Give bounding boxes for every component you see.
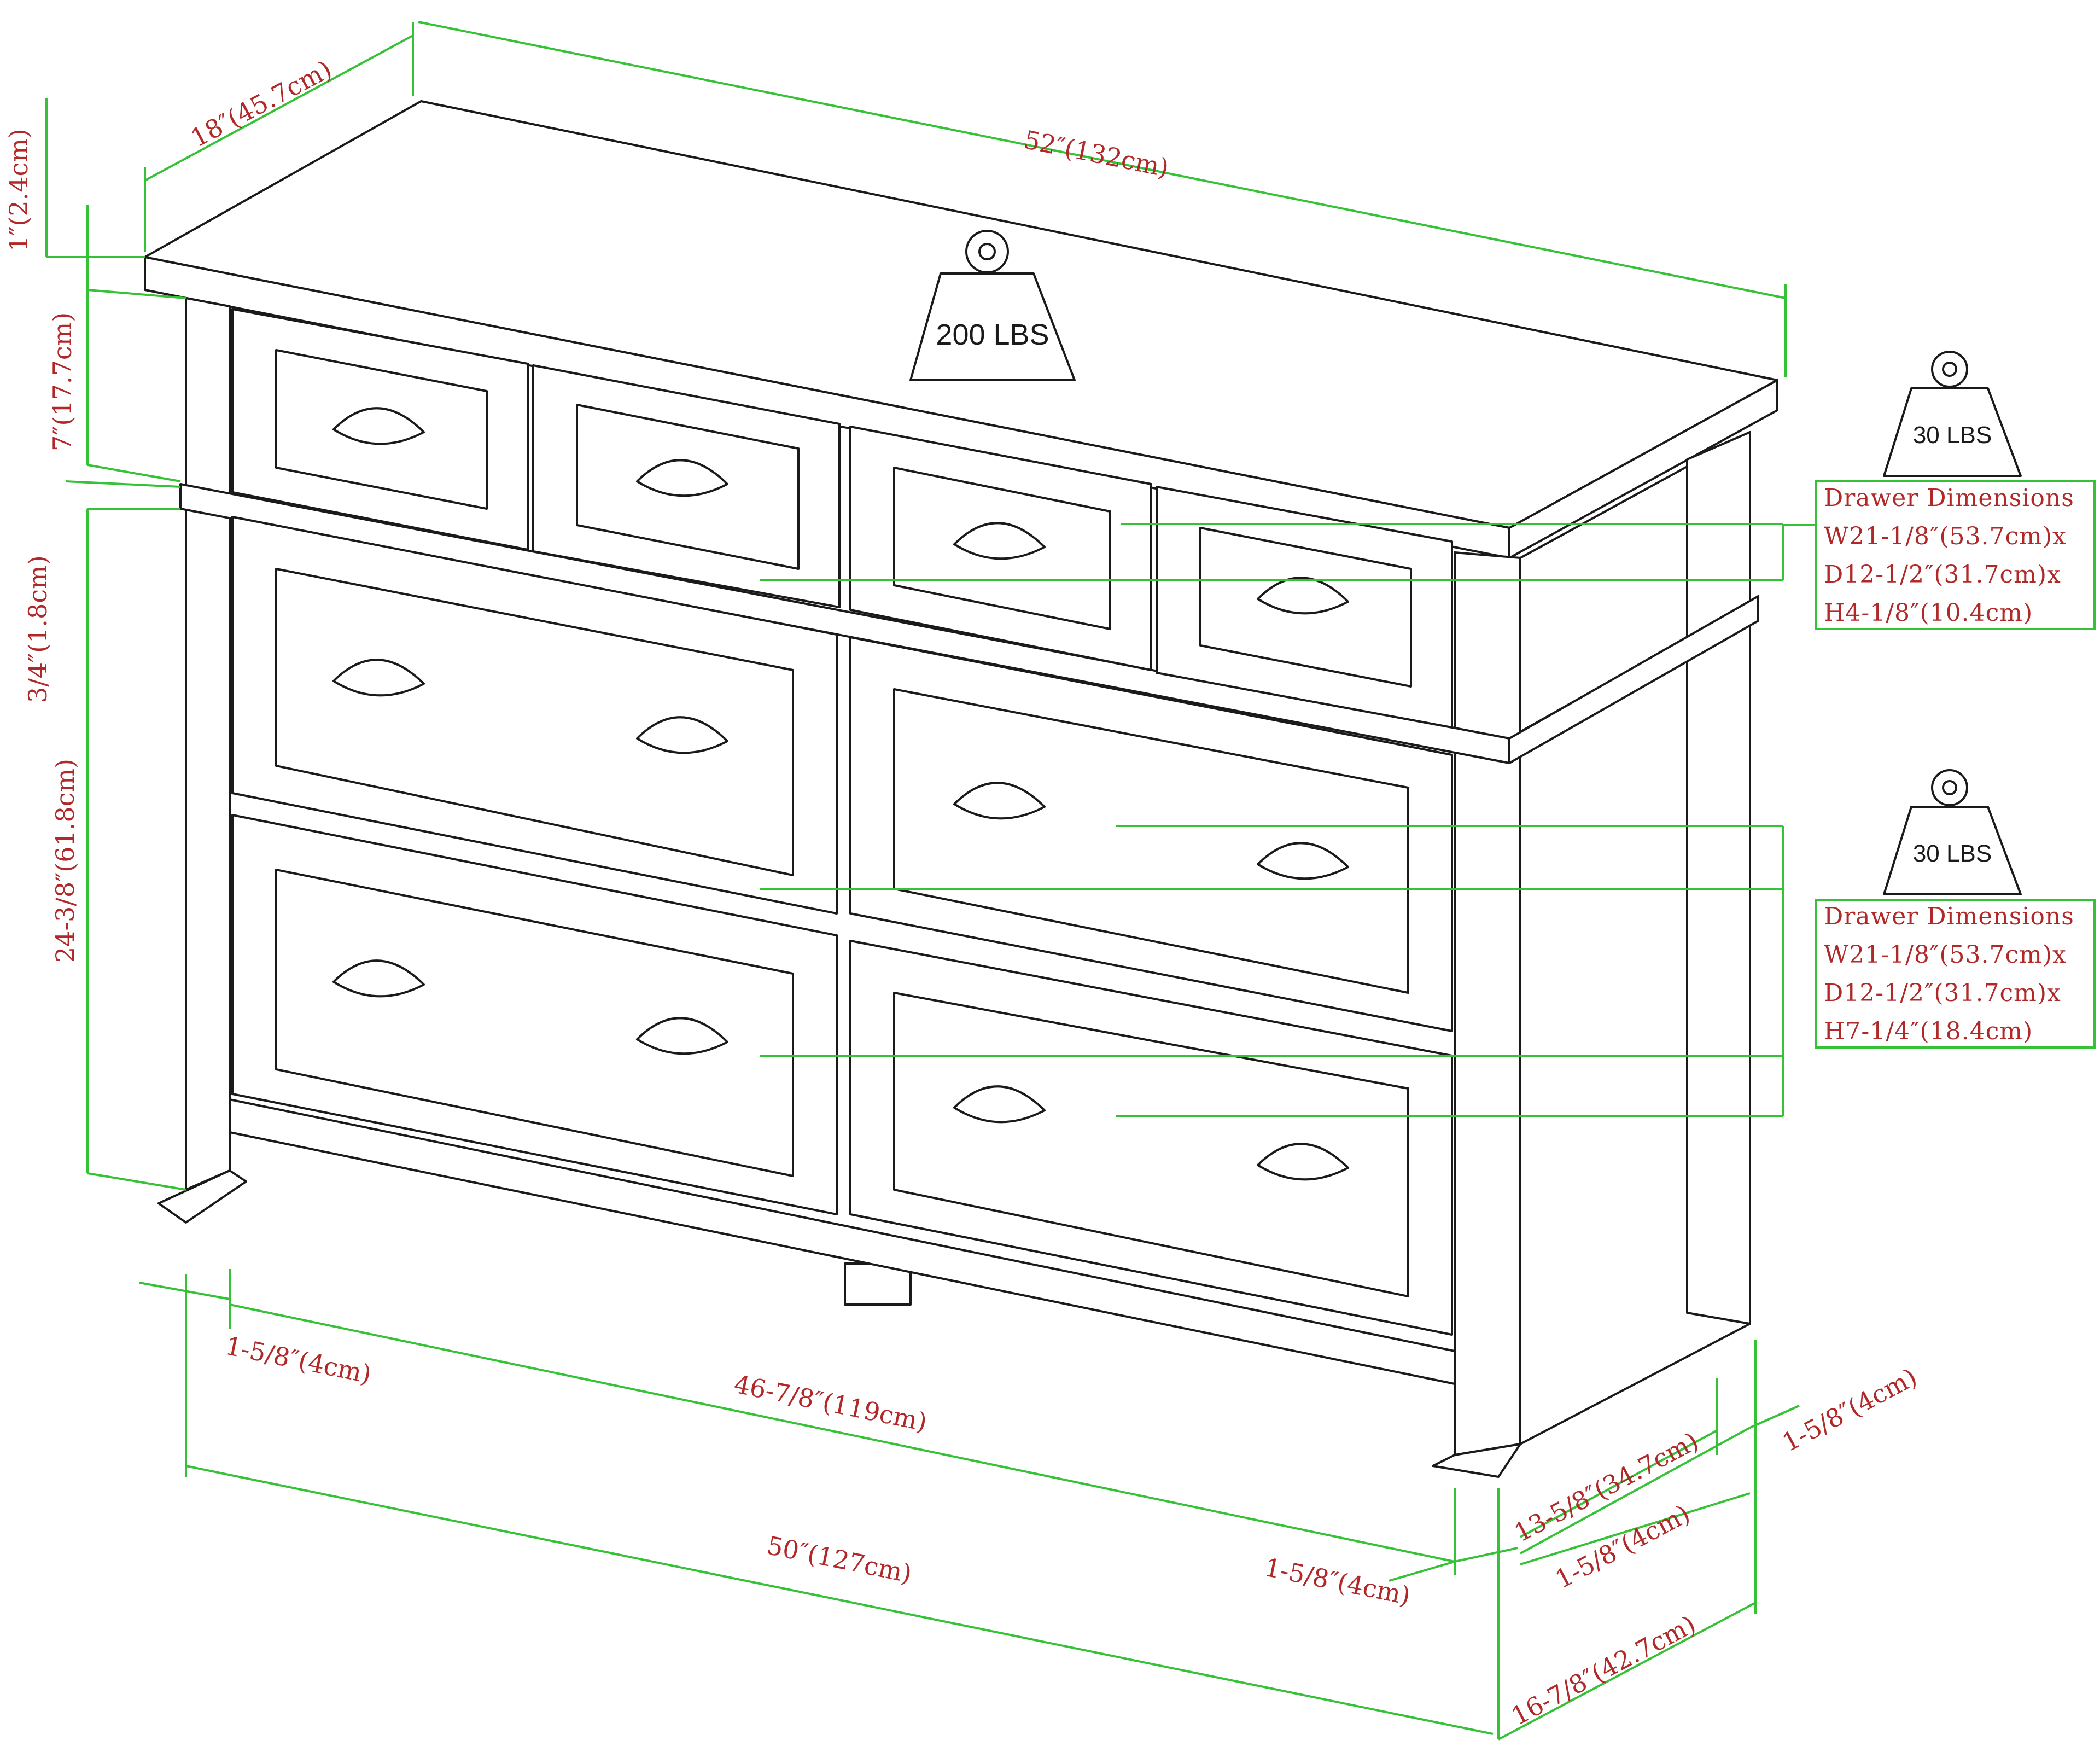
dim-side-leg-offset-a: 1-5/8″(4cm) <box>1777 1362 1922 1458</box>
front-left-leg <box>185 297 231 1191</box>
handle-2 <box>636 459 728 497</box>
weight-icon-large-drawer: 30 LBS <box>1883 769 2022 895</box>
large-drawer-weight-label: 30 LBS <box>1913 840 1992 867</box>
large-box-depth: D12-1/2″(31.7cm)x <box>1824 979 2061 1007</box>
handle-3 <box>953 522 1046 560</box>
drawer-handles <box>332 407 1349 1181</box>
large-drawer-dimension-box: Drawer Dimensions W21-1/8″(53.7cm)x D12-… <box>760 825 2096 1117</box>
small-drawers <box>231 308 1453 729</box>
small-box-height: H4-1/8″(10.4cm) <box>1824 599 2033 627</box>
handle-11 <box>953 1085 1046 1124</box>
small-drawer-2 <box>532 364 841 608</box>
dim-left-leg-offset: 1-5/8″(4cm) <box>223 1331 374 1389</box>
front-right-foot <box>1432 1443 1521 1478</box>
large-drawers <box>231 516 1453 1336</box>
handle-1 <box>332 407 425 445</box>
handle-12 <box>1257 1143 1349 1181</box>
back-right-leg <box>1686 431 1751 1325</box>
dim-width-top: 52″(132cm) <box>1022 125 1171 183</box>
dim-depth-top: 18″(45.7cm) <box>186 54 337 153</box>
dim-lower-height: 24-3/8″(61.8cm) <box>50 759 80 963</box>
dim-overall-depth: 16-7/8″(42.7cm) <box>1507 1609 1701 1731</box>
weight-icon-top: 200 LBS <box>909 230 1076 381</box>
front-right-leg <box>1454 551 1521 1456</box>
large-box-height: H7-1/4″(18.4cm) <box>1824 1017 2033 1045</box>
handle-6 <box>636 716 728 754</box>
dim-top-thickness: 1″(2.4cm) <box>4 129 33 252</box>
small-box-title: Drawer Dimensions <box>1824 484 2074 512</box>
large-box-title: Drawer Dimensions <box>1824 903 2074 930</box>
small-drawer-dimension-box: Drawer Dimensions W21-1/8″(53.7cm)x D12-… <box>760 480 2096 630</box>
dimension-lines <box>45 21 1800 1741</box>
large-drawer-2 <box>849 636 1453 1032</box>
large-drawer-1 <box>231 516 838 915</box>
handle-7 <box>953 782 1046 820</box>
large-box-width: W21-1/8″(53.7cm)x <box>1824 941 2067 969</box>
handle-4 <box>1257 577 1349 615</box>
small-drawer-1 <box>231 308 529 551</box>
large-drawer-3 <box>231 814 838 1215</box>
handle-5 <box>332 659 425 697</box>
weight-icon-small-drawer: 30 LBS <box>1883 351 2022 477</box>
front-left-foot <box>158 1169 247 1224</box>
bottom-rail <box>229 1098 1456 1385</box>
small-drawer-weight-label: 30 LBS <box>1913 422 1992 449</box>
dim-right-leg-front: 1-5/8″(4cm) <box>1262 1552 1413 1611</box>
dim-inner-width: 46-7/8″(119cm) <box>732 1369 930 1437</box>
handle-9 <box>332 959 425 998</box>
divider-rail-side <box>1508 595 1759 764</box>
small-drawer-3 <box>849 426 1152 671</box>
small-box-width: W21-1/8″(53.7cm)x <box>1824 522 2067 550</box>
dim-top-drawer-height: 7″(17.7cm) <box>48 312 77 451</box>
handle-10 <box>636 1017 728 1055</box>
large-drawer-4 <box>849 940 1453 1336</box>
dresser-top-side-edge <box>1508 379 1778 559</box>
small-box-depth: D12-1/2″(31.7cm)x <box>1824 561 2061 589</box>
handle-8 <box>1257 842 1349 880</box>
top-weight-label: 200 LBS <box>936 318 1049 351</box>
dresser-drawing <box>144 100 1778 1478</box>
dim-divider-thickness: 3/4″(1.8cm) <box>23 555 52 703</box>
dim-overall-width: 50″(127cm) <box>765 1530 914 1589</box>
